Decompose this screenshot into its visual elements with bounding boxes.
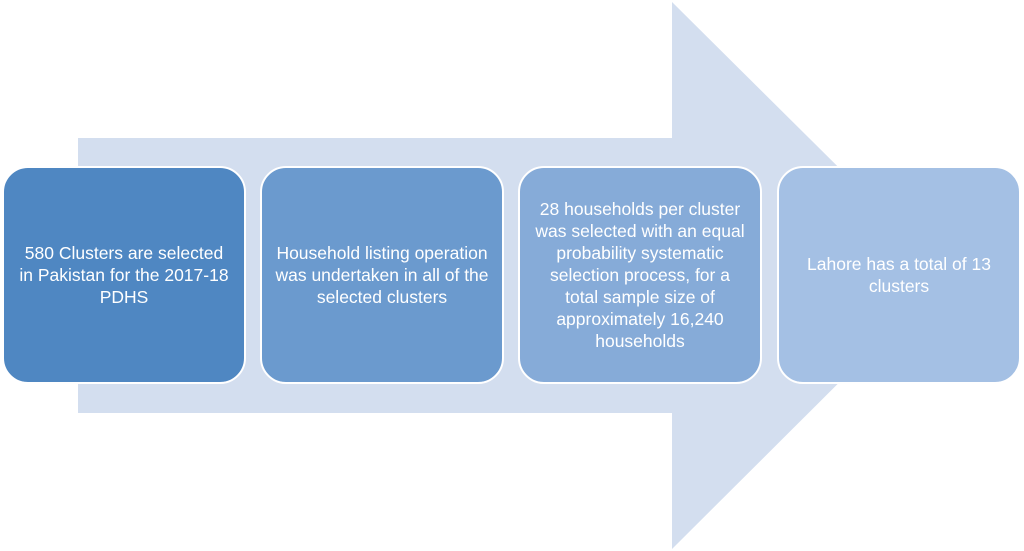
step-2-text: Household listing operation was undertak… — [275, 243, 489, 307]
step-2-box: Household listing operation was undertak… — [260, 166, 504, 384]
step-3-box: 28 households per cluster was selected w… — [518, 166, 762, 384]
step-1-box: 580 Clusters are selected in Pakistan fo… — [2, 166, 246, 384]
step-1-text: 580 Clusters are selected in Pakistan fo… — [19, 243, 229, 307]
arrow-shape — [78, 2, 947, 549]
step-4-text: Lahore has a total of 13 clusters — [807, 254, 991, 296]
step-3-text: 28 households per cluster was selected w… — [535, 199, 745, 351]
step-4-box: Lahore has a total of 13 clusters — [777, 166, 1021, 384]
